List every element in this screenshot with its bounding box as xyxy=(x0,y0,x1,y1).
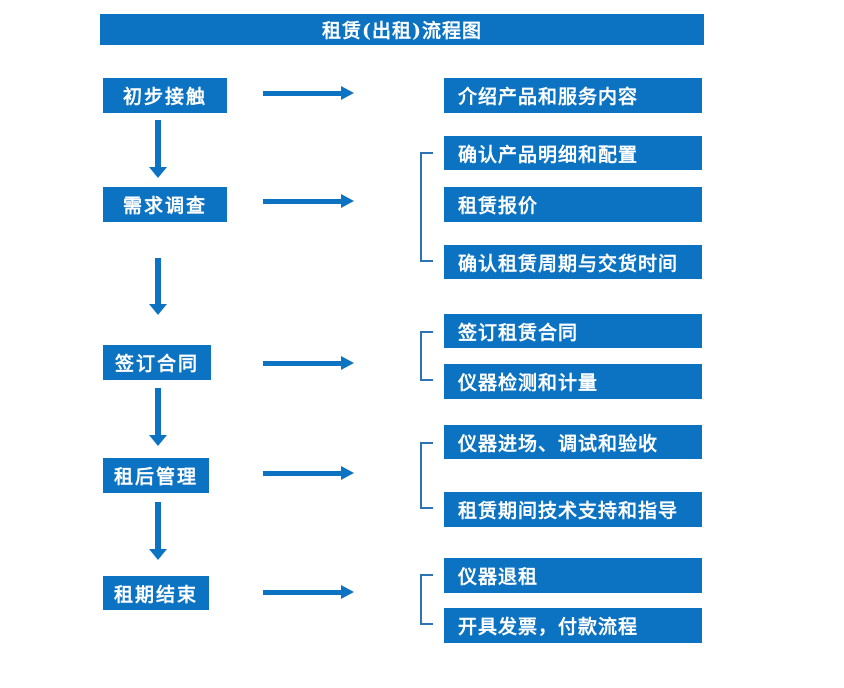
step-label: 租后管理 xyxy=(113,466,198,488)
detail-box-invoice-payment: 开具发票，付款流程 xyxy=(444,608,702,643)
arrow-head xyxy=(341,585,354,599)
arrow-head xyxy=(341,466,354,480)
detail-box-confirm-product-config: 确认产品明细和配置 xyxy=(444,136,702,170)
page-title: 租赁(出租)流程图 xyxy=(322,20,482,42)
arrow-down-icon xyxy=(149,120,167,178)
arrow-head xyxy=(341,194,354,208)
step-box-demand-survey: 需求调查 xyxy=(103,187,227,222)
detail-box-confirm-period-delivery: 确认租赁周期与交货时间 xyxy=(444,245,702,279)
arrow-right-icon xyxy=(263,86,354,100)
group-bracket-icon xyxy=(420,152,433,262)
detail-box-instrument-setup-acceptance: 仪器进场、调试和验收 xyxy=(444,425,702,459)
arrow-shaft xyxy=(155,120,161,168)
step-box-initial-contact: 初步接触 xyxy=(103,78,227,113)
detail-label: 租赁报价 xyxy=(458,195,539,217)
step-box-post-rental-management: 租后管理 xyxy=(103,458,209,493)
arrow-shaft xyxy=(155,502,161,550)
detail-label: 确认租赁周期与交货时间 xyxy=(458,252,679,275)
arrow-right-icon xyxy=(263,194,354,208)
detail-label: 介绍产品和服务内容 xyxy=(458,86,639,108)
arrow-down-icon xyxy=(149,258,167,315)
arrow-shaft xyxy=(263,199,341,204)
step-label: 租期结束 xyxy=(113,583,198,606)
step-label: 初步接触 xyxy=(122,86,207,108)
detail-label: 租赁期间技术支持和指导 xyxy=(458,500,679,522)
detail-label: 仪器进场、调试和验收 xyxy=(458,432,659,455)
arrow-right-icon xyxy=(263,585,354,599)
group-bracket-icon xyxy=(420,442,433,509)
detail-box-rental-quote: 租赁报价 xyxy=(444,187,702,222)
arrow-shaft xyxy=(263,471,341,476)
detail-box-instrument-return: 仪器退租 xyxy=(444,558,702,593)
detail-box-instrument-inspection: 仪器检测和计量 xyxy=(444,364,702,399)
step-box-rental-end: 租期结束 xyxy=(103,576,209,610)
arrow-shaft xyxy=(155,388,161,436)
arrow-head xyxy=(149,304,167,315)
arrow-right-icon xyxy=(263,466,354,480)
detail-box-technical-support: 租赁期间技术支持和指导 xyxy=(444,492,702,527)
arrow-head xyxy=(149,549,167,560)
arrow-head xyxy=(149,435,167,446)
title-bar: 租赁(出租)流程图 xyxy=(100,14,704,45)
step-label: 签订合同 xyxy=(114,353,199,375)
arrow-head xyxy=(341,356,354,370)
detail-label: 开具发票，付款流程 xyxy=(458,616,639,638)
step-box-sign-contract: 签订合同 xyxy=(103,345,211,380)
detail-label: 仪器退租 xyxy=(458,566,539,588)
group-bracket-icon xyxy=(420,331,433,381)
arrow-head xyxy=(149,167,167,178)
arrow-shaft xyxy=(263,361,341,366)
step-label: 需求调查 xyxy=(122,195,207,217)
arrow-down-icon xyxy=(149,502,167,560)
arrow-right-icon xyxy=(263,356,354,370)
arrow-shaft xyxy=(263,91,341,96)
arrow-head xyxy=(341,86,354,100)
arrow-down-icon xyxy=(149,388,167,446)
arrow-shaft xyxy=(263,590,341,595)
detail-box-introduce-products: 介绍产品和服务内容 xyxy=(444,78,702,113)
detail-label: 签订租赁合同 xyxy=(458,321,579,344)
group-bracket-icon xyxy=(420,574,433,625)
detail-label: 仪器检测和计量 xyxy=(458,372,599,394)
detail-label: 确认产品明细和配置 xyxy=(458,143,639,166)
arrow-shaft xyxy=(155,258,161,305)
detail-box-sign-rental-contract: 签订租赁合同 xyxy=(444,314,702,348)
